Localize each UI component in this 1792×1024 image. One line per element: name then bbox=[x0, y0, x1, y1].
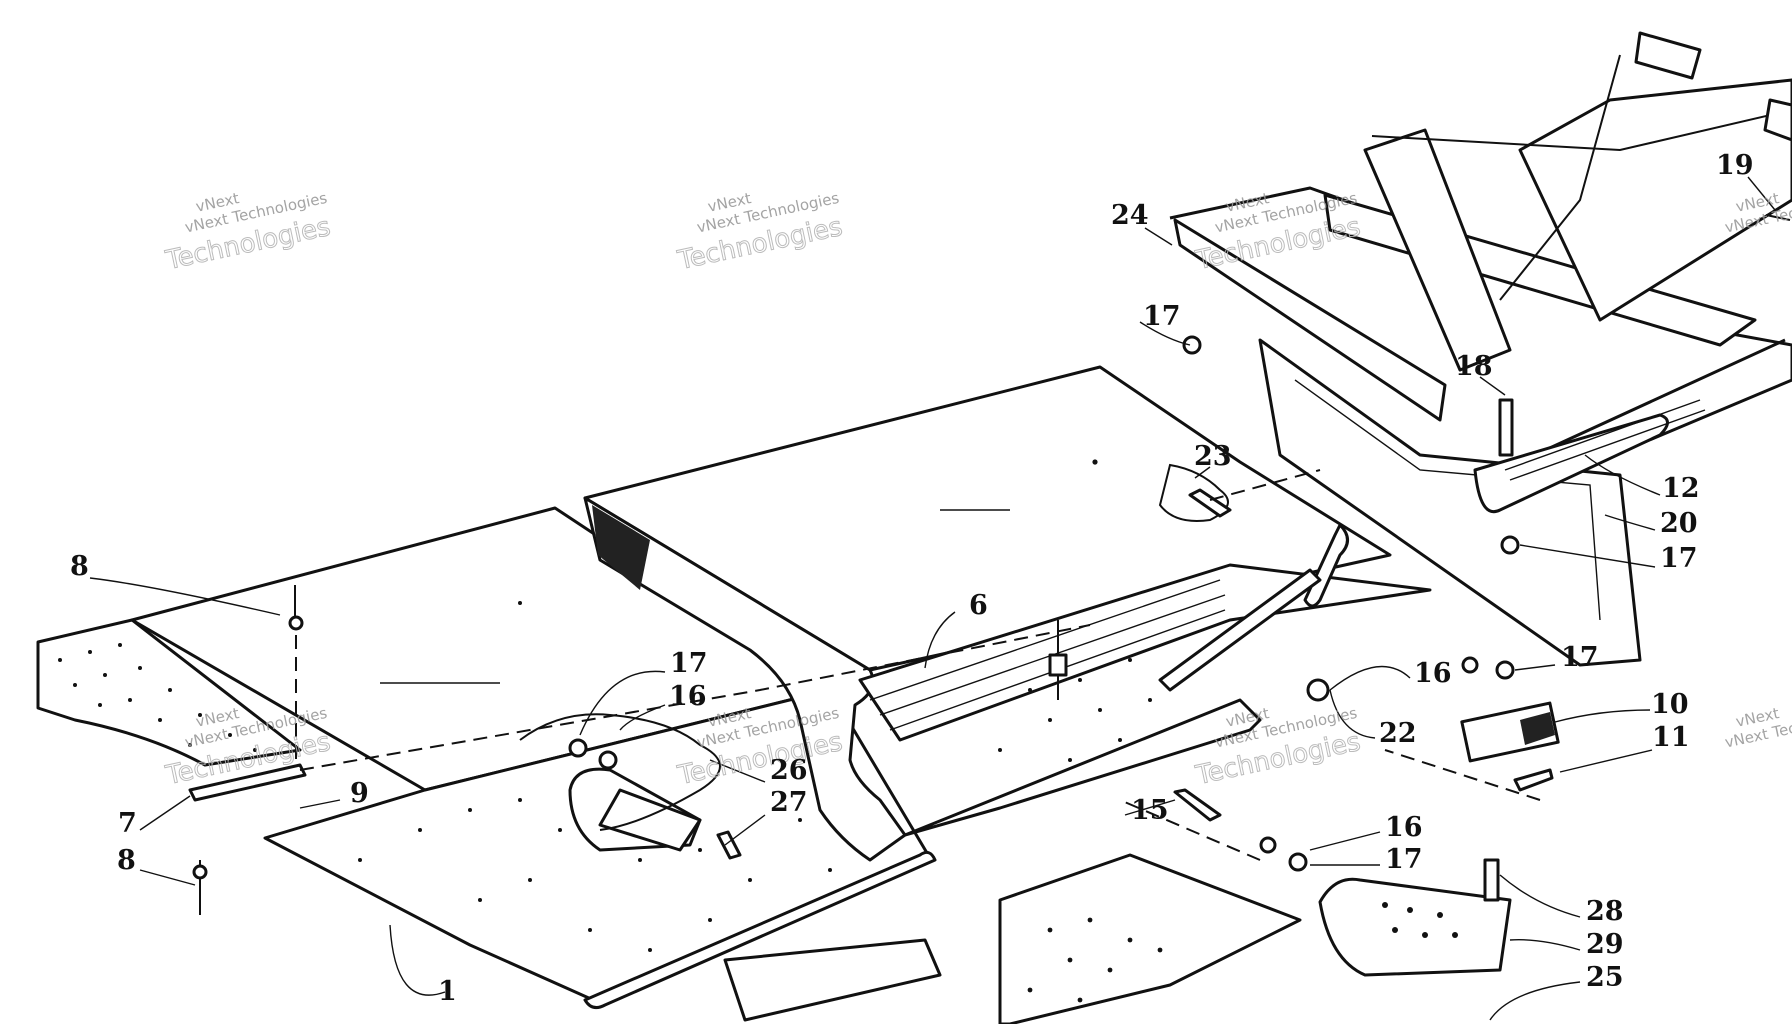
watermark: vNext vNext Technologies Technologies bbox=[674, 189, 846, 277]
callout-16: 16 bbox=[1414, 658, 1452, 689]
callout-17: 17 bbox=[1660, 543, 1698, 574]
callout-17: 17 bbox=[1561, 642, 1599, 673]
callout-20: 20 bbox=[1660, 508, 1698, 539]
callout-1: 1 bbox=[438, 976, 457, 1007]
callout-16: 16 bbox=[669, 681, 707, 712]
callout-17: 17 bbox=[1385, 844, 1423, 875]
callout-10: 10 bbox=[1651, 689, 1689, 720]
watermark: vNext vNext Technologies bbox=[1723, 704, 1792, 752]
callout-26: 26 bbox=[770, 755, 808, 786]
tunnel-6 bbox=[583, 365, 1432, 862]
callout-22: 22 bbox=[1379, 718, 1417, 749]
callout-12: 12 bbox=[1662, 473, 1700, 504]
callout-6: 6 bbox=[969, 590, 988, 621]
callout-17: 17 bbox=[670, 648, 708, 679]
callout-24: 24 bbox=[1111, 200, 1149, 231]
callout-15: 15 bbox=[1131, 795, 1169, 826]
left-perforated-panel bbox=[36, 618, 302, 767]
callout-11: 11 bbox=[1652, 722, 1690, 753]
rear-frame bbox=[1169, 31, 1792, 667]
callout-8: 8 bbox=[117, 845, 136, 876]
callout-17: 17 bbox=[1143, 301, 1181, 332]
callout-25: 25 bbox=[1586, 962, 1624, 993]
callout-9: 9 bbox=[350, 778, 369, 809]
callout-23: 23 bbox=[1194, 441, 1232, 472]
callout-29: 29 bbox=[1586, 929, 1624, 960]
watermark: vNext vNext Technologies Technologies bbox=[162, 189, 334, 277]
leader-lines bbox=[89, 176, 1776, 1021]
callout-18: 18 bbox=[1455, 351, 1493, 382]
callout-28: 28 bbox=[1586, 896, 1624, 927]
callout-16: 16 bbox=[1385, 812, 1423, 843]
callout-8: 8 bbox=[70, 551, 89, 582]
callout-27: 27 bbox=[770, 787, 808, 818]
callout-19: 19 bbox=[1716, 150, 1754, 181]
hardware bbox=[188, 214, 1791, 1024]
callout-7: 7 bbox=[118, 808, 137, 839]
callout-labels: 1678891011121516161617171717171819202223… bbox=[70, 150, 1754, 1007]
assembly-lines bbox=[295, 469, 1541, 861]
